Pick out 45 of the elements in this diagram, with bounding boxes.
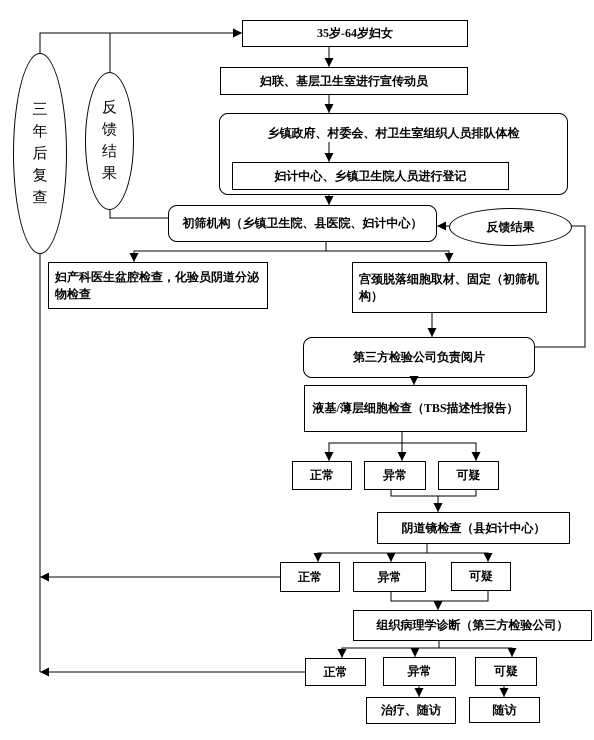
oval-node [85, 72, 134, 210]
group-box [219, 113, 568, 195]
connector-arrow [402, 432, 480, 462]
connector-arrow [428, 312, 436, 338]
process-box: 宫颈脱落细胞取材、固定（初筛机构） [352, 262, 547, 313]
connector-arrow [324, 46, 334, 68]
process-box: 妇计中心、乡镇卫生院人员进行登记 [232, 162, 509, 190]
process-box: 妇联、基层卫生室进行宣传动员 [220, 67, 468, 95]
box-heading: 乡镇政府、村委会、村卫生室组织人员排队体检 [260, 124, 527, 142]
result-box: 可疑 [438, 461, 499, 490]
connector-arrow [324, 142, 334, 162]
process-box: 组织病理学诊断（第三方检验公司） [353, 610, 592, 641]
result-box: 可疑 [475, 657, 537, 686]
oval-label: 反馈结果 [102, 98, 118, 184]
process-box: 液基/薄层细胞检查（TBS描述性报告） [304, 385, 527, 432]
process-box: 第三方检验公司负责阅片 [303, 337, 535, 378]
result-box: 正常 [280, 562, 340, 592]
connector-arrow [324, 194, 334, 206]
connector-arrow [414, 686, 424, 698]
connector-arrow [410, 376, 418, 386]
oval-node [13, 53, 67, 254]
result-box: 正常 [305, 658, 366, 686]
oval-node: 反馈结果 [449, 208, 572, 246]
process-box: 初筛机构（乡镇卫生院、县医院、妇计中心） [168, 205, 437, 242]
connector-arrow [500, 686, 508, 698]
connector-arrow [110, 28, 242, 72]
process-box: 随访 [469, 697, 540, 723]
result-box: 可疑 [451, 562, 511, 591]
result-box: 异常 [364, 461, 426, 490]
process-box: 治疗、随访 [366, 697, 456, 724]
oval-label: 三年后复查 [32, 100, 48, 208]
result-box: 异常 [353, 562, 426, 592]
result-box: 正常 [292, 461, 352, 490]
connector-arrow [436, 222, 450, 230]
connector-arrow [434, 590, 488, 610]
connector-arrow [324, 94, 334, 114]
connector-arrow [426, 544, 492, 562]
connector-arrow [40, 668, 306, 676]
connector-arrow [326, 242, 454, 262]
connector-arrow [40, 572, 280, 582]
process-box: 35岁-64岁妇女 [242, 20, 468, 47]
process-box: 妇产科医生盆腔检查，化验员阴道分泌物检查 [48, 262, 268, 309]
process-box: 阴道镜检查（县妇计中心） [377, 512, 570, 544]
connector-arrow [434, 490, 476, 512]
result-box: 异常 [383, 657, 456, 686]
